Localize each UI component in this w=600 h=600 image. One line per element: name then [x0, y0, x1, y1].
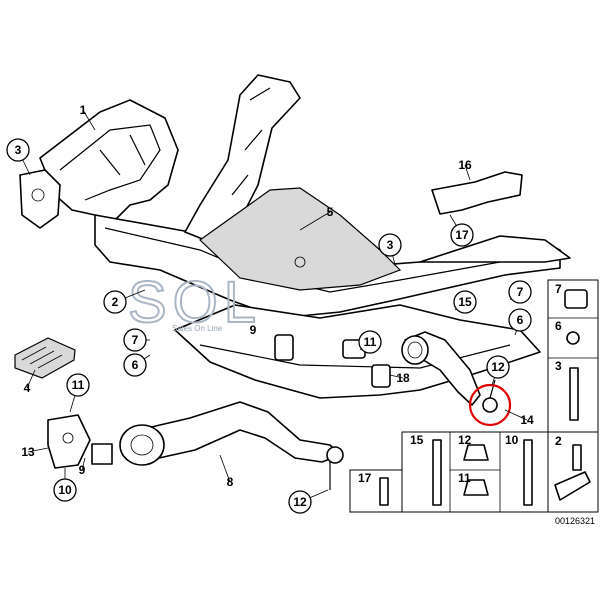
callout-circle	[508, 308, 532, 332]
callout-15: 15	[453, 290, 477, 314]
callout-11: 11	[358, 330, 382, 354]
legend-number: 15	[410, 433, 424, 447]
callout-leader-line	[299, 211, 331, 231]
callout-16: 16	[458, 158, 472, 181]
callout-circle	[486, 355, 510, 379]
callout-number: 13	[21, 445, 35, 459]
legend-number: 7	[555, 282, 562, 296]
callout-4: 4	[24, 369, 36, 395]
callout-7: 7	[123, 328, 150, 352]
part-13-bracket	[47, 414, 113, 469]
legend-number: 3	[555, 359, 562, 373]
callout-number: 6	[517, 313, 524, 327]
callout-number: 11	[72, 378, 85, 392]
callout-1: 1	[80, 103, 96, 131]
callout-circle	[288, 490, 312, 514]
callout-7: 7	[508, 280, 532, 304]
part-16-bracket	[431, 171, 523, 215]
callout-number: 3	[15, 143, 22, 157]
callout-5: 5	[299, 205, 334, 231]
callout-number: 18	[396, 371, 410, 385]
callout-leader-line	[504, 409, 528, 421]
callout-number: 16	[458, 158, 472, 172]
callout-circle	[508, 280, 532, 304]
callout-10: 10	[53, 468, 77, 502]
callout-3: 3	[6, 138, 31, 176]
callout-number: 2	[112, 295, 119, 309]
callout-number: 14	[520, 413, 534, 427]
callout-leader-line	[27, 447, 49, 453]
callout-leader-line	[26, 369, 36, 389]
callout-11: 11	[66, 373, 90, 413]
callout-circle	[453, 290, 477, 314]
callout-number: 15	[458, 295, 472, 309]
callout-number: 9	[250, 323, 257, 337]
callout-6: 6	[508, 308, 532, 336]
callout-18: 18	[389, 371, 410, 385]
callout-circle	[103, 290, 127, 314]
callout-number: 11	[364, 335, 377, 349]
callout-12: 12	[288, 489, 329, 514]
callout-leader-line	[389, 374, 404, 379]
callout-number: 6	[132, 358, 139, 372]
callout-number: 7	[132, 333, 139, 347]
callout-leader-line	[81, 457, 86, 471]
callout-number: 12	[293, 495, 307, 509]
callout-number: 7	[517, 285, 524, 299]
hardware-legend-grid	[349, 279, 599, 513]
callout-circle	[378, 233, 402, 257]
right-control-arm	[401, 331, 512, 427]
callout-circle	[53, 478, 77, 502]
callout-circle	[358, 330, 382, 354]
callout-circle	[6, 138, 30, 162]
callout-number: 8	[227, 475, 234, 489]
callout-3: 3	[378, 233, 402, 266]
highlight-ring-ball-joint	[468, 383, 512, 427]
callout-17: 17	[449, 214, 474, 247]
callout-leader-line	[219, 454, 231, 483]
callout-circle	[123, 353, 147, 377]
callout-2: 2	[103, 289, 146, 314]
front-axle-subframe	[19, 74, 571, 399]
callout-number: 4	[24, 381, 31, 395]
callout-circle	[450, 223, 474, 247]
callout-number: 17	[455, 228, 469, 242]
legend-number: 17	[358, 471, 372, 485]
legend-number: 11	[458, 471, 471, 485]
legend-number: 2	[555, 434, 562, 448]
callout-leader-line	[464, 164, 471, 181]
legend-number: 12	[458, 433, 472, 447]
callout-8: 8	[219, 454, 234, 489]
callout-circle	[123, 328, 147, 352]
legend-number: 10	[505, 433, 519, 447]
part-8-control-arm	[119, 401, 344, 490]
callout-number: 9	[79, 463, 86, 477]
callout-number: 5	[327, 205, 334, 219]
callout-12: 12	[486, 355, 510, 386]
callout-number: 10	[58, 483, 72, 497]
part-4-mount-pad	[14, 337, 76, 379]
callout-circle	[66, 373, 90, 397]
callout-6: 6	[123, 353, 151, 377]
callout-number: 12	[491, 360, 505, 374]
callout-13: 13	[21, 445, 49, 459]
callout-leader-line	[82, 109, 96, 131]
callout-number: 3	[387, 238, 394, 252]
callout-9: 9	[250, 323, 257, 337]
callout-14: 14	[504, 409, 534, 427]
callout-9: 9	[79, 457, 86, 477]
callout-number: 1	[80, 103, 87, 117]
legend-number: 6	[555, 319, 562, 333]
